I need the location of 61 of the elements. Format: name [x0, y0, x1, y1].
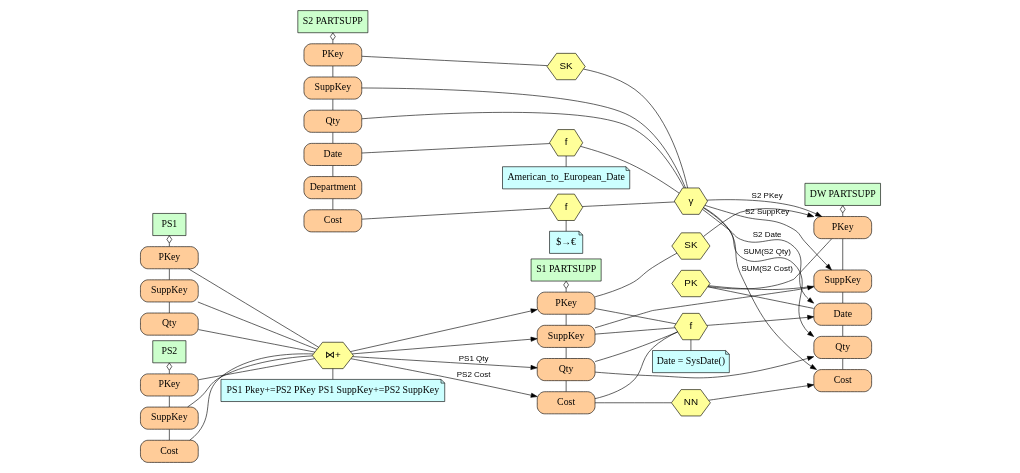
arrow — [706, 314, 814, 326]
node-box: PKey — [303, 43, 362, 67]
connector — [188, 353, 314, 441]
connector — [187, 268, 319, 348]
node-box: SuppKey — [536, 325, 595, 348]
connector — [197, 301, 317, 350]
node-box: Qty — [139, 312, 199, 336]
arrow — [702, 207, 814, 337]
arrow — [349, 308, 537, 352]
node-box: PS1 — [151, 213, 186, 236]
arrow — [594, 356, 814, 379]
node-box: Date — [813, 302, 872, 326]
arrow — [351, 356, 537, 370]
node-box: SuppKey — [139, 406, 199, 430]
node-box: SuppKey — [813, 269, 872, 293]
arrow — [702, 208, 814, 237]
node-box: S1 PARTSUPP — [530, 258, 601, 282]
node-box: SuppKey — [139, 279, 199, 303]
node-box: PKey — [139, 246, 199, 270]
node-box: Qty — [536, 358, 595, 381]
node-box: Date — [303, 143, 362, 166]
connector — [329, 32, 336, 44]
arrow — [704, 205, 832, 271]
arrow — [350, 358, 538, 398]
connector — [706, 286, 814, 309]
node-box: S2 PARTSUPP — [297, 10, 368, 34]
node-box: Cost — [139, 439, 199, 463]
arrow — [701, 209, 814, 304]
connector — [197, 358, 315, 381]
node-box: PS2 — [151, 340, 186, 364]
node-box: Qty — [813, 336, 872, 359]
node-box: Cost — [303, 209, 362, 233]
connector — [565, 220, 566, 232]
connector — [707, 285, 814, 290]
connector — [707, 238, 832, 290]
connector — [839, 205, 845, 217]
connector — [581, 201, 675, 207]
arrow — [708, 383, 814, 401]
arrow — [351, 336, 537, 355]
node-box: Department — [303, 176, 362, 199]
arrow — [706, 199, 822, 217]
connector — [690, 339, 691, 351]
node-box: DW PARTSUPP — [804, 183, 881, 206]
node-box: PKey — [536, 291, 595, 315]
connector — [565, 347, 566, 359]
connector — [594, 331, 678, 399]
connector — [186, 355, 313, 408]
node-box: SuppKey — [303, 76, 362, 100]
node-box: Qty — [303, 109, 362, 133]
node-box: PKey — [139, 373, 199, 397]
connector — [582, 68, 688, 189]
node-box: Cost — [813, 369, 872, 392]
node-box: PKey — [813, 216, 872, 239]
arrow — [702, 207, 817, 370]
arrow — [594, 285, 814, 329]
connector — [197, 329, 315, 353]
connector — [166, 235, 172, 247]
node-box: Cost — [536, 391, 595, 415]
connector — [594, 331, 678, 362]
connector — [166, 362, 172, 375]
connector — [562, 280, 569, 293]
